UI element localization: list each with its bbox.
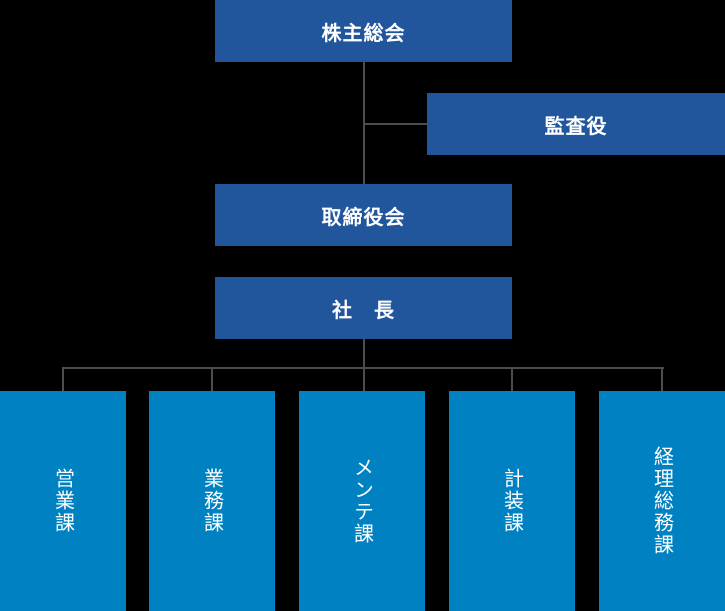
connector-drop-accounting (661, 367, 663, 391)
dept-accounting-label: 経理総務課 (650, 446, 673, 556)
node-dept-accounting-general-affairs: 経理総務課 (599, 391, 725, 611)
node-board-of-directors: 取締役会 (215, 184, 512, 246)
connector-branch-to-auditor (364, 123, 428, 125)
node-president-label: 社 長 (332, 299, 395, 322)
node-dept-operations: 業務課 (149, 391, 275, 611)
node-auditor: 監査役 (427, 93, 725, 155)
dept-sales-label: 営業課 (51, 468, 74, 534)
dept-instrumentation-label: 計装課 (500, 468, 523, 534)
dept-operations-label: 業務課 (200, 468, 223, 534)
node-president: 社 長 (215, 277, 512, 339)
dept-maintenance-label: メンテ課 (350, 457, 373, 545)
node-dept-sales: 営業課 (0, 391, 126, 611)
connector-drop-operations (211, 367, 213, 391)
connector-president-to-bus (363, 339, 365, 391)
connector-drop-sales (62, 367, 64, 391)
node-dept-maintenance: メンテ課 (299, 391, 425, 611)
connector-drop-instrumentation (511, 367, 513, 391)
node-dept-instrumentation: 計装課 (449, 391, 575, 611)
node-board-label: 取締役会 (321, 206, 406, 229)
node-shareholders-meeting: 株主総会 (215, 0, 512, 62)
connector-department-bus (62, 367, 664, 369)
node-shareholders-label: 株主総会 (321, 22, 406, 45)
node-auditor-label: 監査役 (544, 115, 608, 138)
